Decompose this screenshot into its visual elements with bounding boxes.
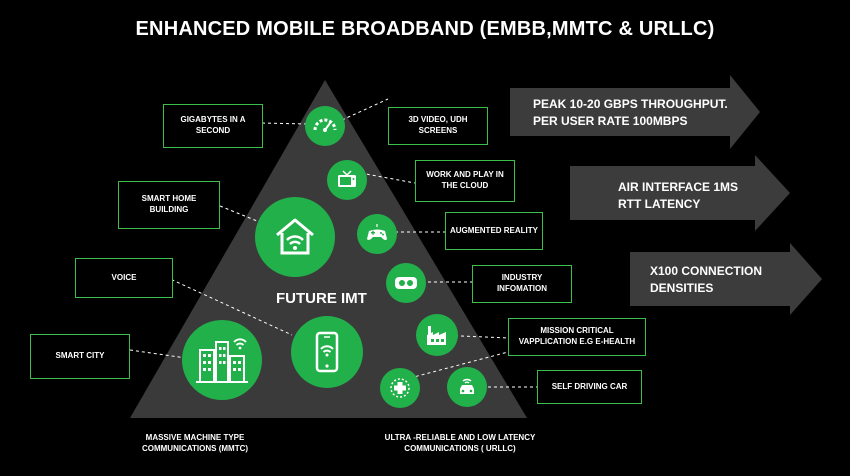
label-self-driving: SELF DRIVING CAR [537, 370, 642, 404]
center-label: FUTURE IMT [276, 290, 367, 307]
page-title: ENHANCED MOBILE BROADBAND (EMBB,MMTC & U… [135, 18, 715, 40]
label-mission: MISSION CRITICAL VAPPLICATION E.G E-HEAL… [508, 318, 646, 356]
car-icon [460, 378, 474, 394]
arrow-text-throughput: PEAK 10-20 GBPS THROUGHPUT.PER USER RATE… [533, 97, 728, 129]
smart-home-icon [276, 218, 314, 255]
factory-icon [427, 326, 446, 345]
health-cross-icon [390, 378, 410, 398]
circle-phone [291, 316, 363, 388]
smart-city-icon [196, 338, 248, 383]
arrow-shape-latency [570, 155, 790, 231]
vr-headset-icon [395, 277, 417, 289]
label-ar: AUGMENTED REALITY [445, 212, 543, 250]
circle-speedometer [305, 106, 345, 146]
label-voice: VOICE [75, 258, 173, 298]
label-smart-city: SMART CITY [30, 334, 130, 379]
label-smart-home: SMART HOME BUILDING [118, 181, 220, 229]
label-cloud: WORK AND PLAY IN THE CLOUD [415, 160, 515, 202]
smartphone-wifi-icon [315, 331, 339, 373]
speedometer-icon [313, 118, 337, 132]
gamepad-icon [367, 224, 387, 240]
arrow-shape-density [630, 243, 822, 315]
label-video: 3D VIDEO, UDH SCREENS [388, 107, 488, 145]
arrow-shape-throughput [510, 75, 760, 149]
tv-icon [338, 170, 356, 187]
label-industry: INDUSTRY INFOMATION [472, 265, 572, 303]
label-gigabytes: GIGABYTES IN A SECOND [163, 104, 263, 148]
